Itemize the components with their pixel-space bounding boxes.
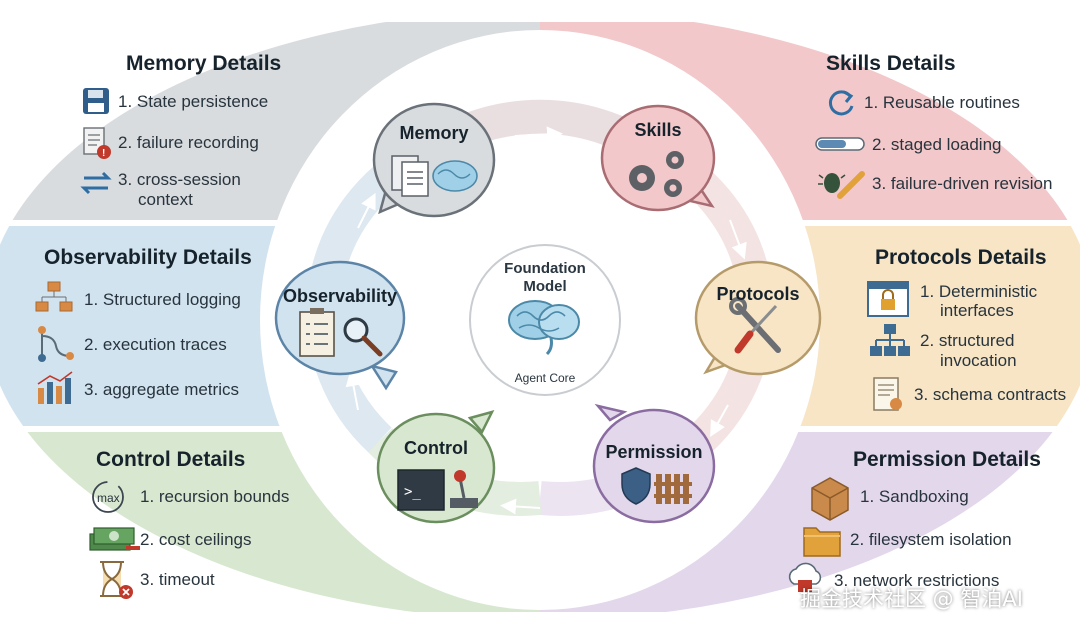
permission-item-3: 3. network restrictions [834,571,1000,590]
permission-panel-title: Permission Details [853,448,1041,471]
folder-icon [803,527,841,557]
skills-item-2: 2. staged loading [872,135,1002,154]
document-icon [391,155,429,197]
protocols-item-2: 2. structured [920,331,1015,350]
agent-core-label: Agent Core [514,371,576,385]
execution-trace-icon [38,326,74,362]
memory-item-1: 1. State persistence [118,92,269,111]
max-gauge-icon: max [92,481,124,513]
bar-chart-icon [37,371,73,404]
joystick-icon [450,470,478,508]
permission-item-2: 2. filesystem isolation [850,530,1012,549]
observability-item-2: 2. execution traces [84,335,227,354]
svg-text:!: ! [102,148,105,159]
brain-icon [432,160,478,192]
refresh-icon [828,90,854,116]
svg-text:>_: >_ [404,484,421,500]
protocols-bubble-label: Protocols [716,284,800,304]
hourglass-timeout-icon [100,561,133,599]
max-label: max [97,491,120,505]
control-item-1: 1. recursion bounds [140,487,290,506]
lock-window-icon [867,281,909,317]
protocols-bubble[interactable] [694,260,822,376]
observability-panel-title: Observability Details [44,246,252,269]
skills-bubble-label: Skills [634,120,682,140]
hierarchy-icon [870,324,910,356]
permission-bubble-label: Permission [605,442,703,462]
ring-arrow-1 [514,126,563,143]
control-bubble[interactable]: >_ [376,410,496,524]
fence-icon [654,474,692,504]
screwdriver-icon [734,304,778,354]
protocols-item-2-cont: invocation [940,351,1017,370]
protocols-panel-title: Protocols Details [875,246,1047,269]
clipboard-checklist-icon [299,308,335,357]
wrench-icon [729,297,781,353]
skills-item-1: 1. Reusable routines [864,93,1020,112]
protocols-item-1-cont: interfaces [940,301,1014,320]
protocols-item-1: 1. Deterministic [920,282,1038,301]
ring-arrow-2 [729,219,747,260]
ring-arrow-5 [345,370,362,411]
memory-item-3: 3. cross-session [118,170,241,189]
observability-bubble[interactable] [274,260,406,391]
memory-item-2: 2. failure recording [118,133,259,152]
gears-icon [629,151,684,197]
flowchart-icon [35,281,73,312]
control-item-2: 2. cost ceilings [140,530,252,549]
watermark: 掘金技术社区 @ 智泊AI [800,587,1023,611]
foundation-model-title: Foundation Model [504,260,586,295]
observability-bubble-label: Observability [282,286,398,306]
ring-arrow-4 [500,498,541,515]
control-panel-title: Control Details [96,448,246,471]
ring-arrow-6 [357,192,376,229]
memory-bubble[interactable] [372,102,496,218]
terminal-icon: >_ [397,469,445,511]
loading-bar-icon [815,137,865,151]
floppy-disk-icon [83,88,109,114]
bug-pencil-icon [818,171,865,199]
sync-arrows-icon [80,171,112,195]
cloud-network-icon [788,562,822,592]
memory-bubble-label: Memory [399,123,469,143]
skills-item-3: 3. failure-driven revision [872,174,1053,193]
memory-item-3-cont: context [138,190,193,209]
protocols-item-3: 3. schema contracts [914,385,1067,404]
shield-icon [621,467,651,505]
brain-icon [508,300,580,356]
error-document-icon: ! [83,127,111,159]
control-bubble-label: Control [404,438,468,458]
permission-bubble[interactable] [592,403,716,524]
ring-arrow-3 [710,404,729,437]
observability-item-3: 3. aggregate metrics [84,380,239,399]
memory-panel-title: Memory Details [126,52,282,75]
schema-document-icon [873,377,902,411]
box-icon [811,477,849,521]
observability-item-1: 1. Structured logging [84,290,241,309]
magnifier-icon [343,317,383,357]
permission-item-1: 1. Sandboxing [860,487,969,506]
skills-bubble[interactable] [600,104,716,212]
skills-panel-title: Skills Details [826,52,956,75]
control-item-3: 3. timeout [140,570,215,589]
cash-stack-icon [89,527,140,551]
